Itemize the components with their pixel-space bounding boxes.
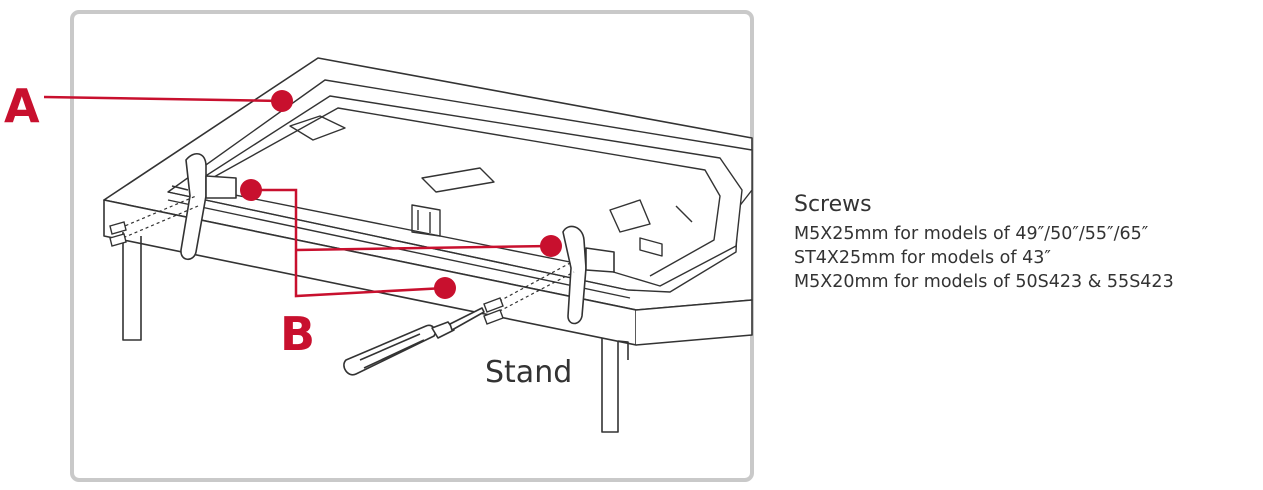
- callout-b-dot-3: [434, 277, 456, 299]
- callout-a-dot: [271, 90, 293, 112]
- screw-icon: [109, 221, 127, 235]
- screw-guides: [117, 195, 575, 315]
- callout-a-line: [43, 95, 283, 103]
- screw-icon: [109, 233, 127, 247]
- screw-spec-line: M5X20mm for models of 50S423 & 55S423: [794, 272, 1174, 292]
- screw-icon: [483, 297, 504, 313]
- screws-info: Screws M5X25mm for models of 49″/50″/55″…: [794, 190, 1174, 294]
- screws: [109, 221, 504, 325]
- callout-a: [43, 90, 293, 112]
- callout-b-dot-1: [240, 179, 262, 201]
- stand-left: [171, 153, 237, 261]
- screws-title: Screws: [794, 192, 872, 217]
- table-leg-middle: [601, 338, 619, 433]
- stand-label: Stand: [485, 355, 572, 390]
- table-leg-left: [122, 232, 142, 341]
- stand-right: [562, 225, 615, 325]
- tv-illustration: [167, 79, 753, 299]
- callout-b-dot-2: [540, 235, 562, 257]
- screw-spec-line: ST4X25mm for models of 43″: [794, 248, 1051, 268]
- label-b: B: [280, 307, 315, 361]
- callout-b: [240, 179, 562, 299]
- screw-spec-line: M5X25mm for models of 49″/50″/55″/65″: [794, 224, 1149, 244]
- screwdriver-icon: [343, 307, 485, 376]
- label-a: A: [4, 79, 40, 133]
- screw-icon: [483, 309, 504, 325]
